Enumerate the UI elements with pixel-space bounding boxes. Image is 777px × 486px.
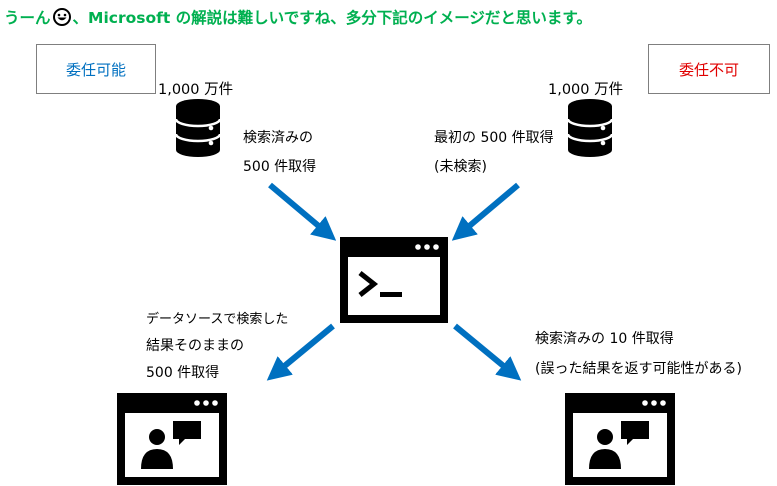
bottom-right-label-2: (誤った結果を返す可能性がある) xyxy=(535,361,742,377)
database-icon xyxy=(566,99,614,157)
top-right-label-2: (未検索) xyxy=(434,159,487,175)
headline-post: 、Microsoft の解説は難しいですね、多分下記のイメージだと思います。 xyxy=(72,9,592,27)
left-db-count: 1,000 万件 xyxy=(158,82,234,98)
bottom-left-label-2: 結果そのままの xyxy=(146,338,244,354)
bottom-right-label-1: 検索済みの 10 件取得 xyxy=(535,331,674,347)
arrow-terminal-to-right-app xyxy=(453,323,522,381)
grinning-face-icon xyxy=(52,8,71,30)
top-right-label-1: 最初の 500 件取得 xyxy=(434,130,554,146)
bottom-left-label-1: データソースで検索した xyxy=(146,312,289,327)
top-left-label-2: 500 件取得 xyxy=(243,159,317,175)
delegable-label: 委任可能 xyxy=(65,60,126,79)
top-left-label-1: 検索済みの xyxy=(243,130,313,146)
arrow-terminal-to-left-app xyxy=(266,323,335,381)
app-window-user-chat-icon xyxy=(117,393,227,485)
non-delegable-box: 委任不可 xyxy=(648,44,770,94)
right-db-count: 1,000 万件 xyxy=(548,82,624,98)
delegable-box: 委任可能 xyxy=(36,44,156,94)
app-window-user-chat-icon xyxy=(565,393,675,485)
arrow-left-db-to-terminal xyxy=(268,182,337,241)
bottom-left-label-3: 500 件取得 xyxy=(146,365,220,381)
arrow-right-db-to-terminal xyxy=(451,182,520,241)
headline: うーん 、Microsoft の解説は難しいですね、多分下記のイメージだと思います… xyxy=(4,6,592,30)
database-icon xyxy=(174,99,222,157)
non-delegable-label: 委任不可 xyxy=(678,60,739,79)
headline-pre: うーん xyxy=(4,9,51,27)
terminal-window-icon xyxy=(340,237,448,323)
